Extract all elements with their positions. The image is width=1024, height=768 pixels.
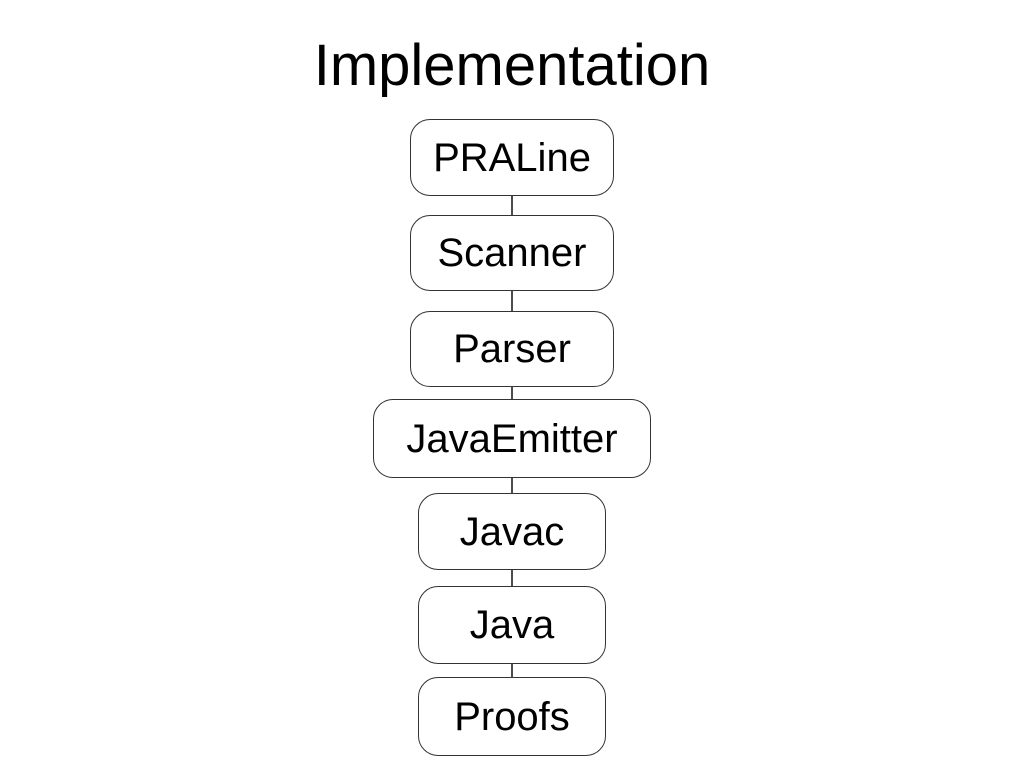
node-label: Javac [459, 509, 565, 554]
node-scanner: Scanner [410, 215, 614, 291]
node-praline: PRALine [410, 119, 614, 196]
node-java: Java [418, 586, 606, 664]
node-parser: Parser [410, 311, 614, 387]
slide-title: Implementation [313, 33, 711, 98]
node-label: Proofs [454, 694, 570, 739]
node-label: Scanner [437, 231, 587, 275]
node-javac: Javac [418, 493, 606, 570]
node-javaemitter: JavaEmitter [373, 399, 651, 478]
node-label: JavaEmitter [406, 416, 618, 461]
node-proofs: Proofs [418, 677, 606, 756]
node-label: Java [469, 603, 555, 647]
node-label: Parser [453, 327, 571, 371]
node-label: PRALine [433, 135, 591, 180]
